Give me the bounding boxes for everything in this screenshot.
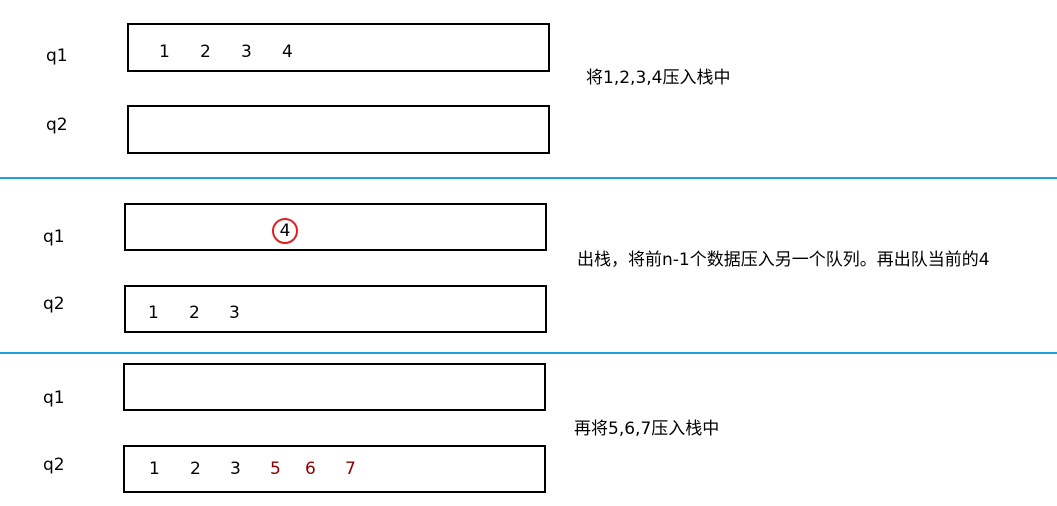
queue-q2: 1 2 3 5 6 7 bbox=[123, 445, 546, 493]
queue-q2 bbox=[127, 105, 550, 154]
queue-q2: 1 2 3 bbox=[124, 285, 547, 333]
q1-label: q1 bbox=[46, 46, 68, 66]
queue-q1 bbox=[123, 363, 546, 411]
queue-value: 4 bbox=[282, 42, 293, 62]
step-description: 出栈，将前n-1个数据压入另一个队列。再出队当前的4 bbox=[577, 250, 990, 270]
queue-value: 3 bbox=[241, 42, 252, 62]
queue-q1: 4 bbox=[124, 203, 547, 251]
divider bbox=[0, 352, 1057, 354]
q2-label: q2 bbox=[43, 294, 65, 314]
new-queue-value: 7 bbox=[345, 459, 356, 479]
highlight-circle: 4 bbox=[272, 218, 298, 244]
popped-value: 4 bbox=[279, 221, 291, 241]
queue-q1: 1 2 3 4 bbox=[127, 23, 550, 72]
q2-label: q2 bbox=[46, 115, 68, 135]
queue-value: 2 bbox=[200, 42, 211, 62]
divider bbox=[0, 177, 1057, 179]
queue-value: 3 bbox=[229, 303, 240, 323]
queue-value: 1 bbox=[149, 459, 160, 479]
queue-value: 1 bbox=[159, 42, 170, 62]
q1-label: q1 bbox=[43, 227, 65, 247]
queue-value: 2 bbox=[190, 459, 201, 479]
step-description: 将1,2,3,4压入栈中 bbox=[586, 68, 731, 88]
new-queue-value: 6 bbox=[305, 459, 316, 479]
q1-label: q1 bbox=[43, 388, 65, 408]
new-queue-value: 5 bbox=[270, 459, 281, 479]
queue-value: 1 bbox=[148, 303, 159, 323]
queue-value: 3 bbox=[230, 459, 241, 479]
queue-value: 2 bbox=[189, 303, 200, 323]
step-description: 再将5,6,7压入栈中 bbox=[574, 419, 720, 439]
q2-label: q2 bbox=[43, 455, 65, 475]
